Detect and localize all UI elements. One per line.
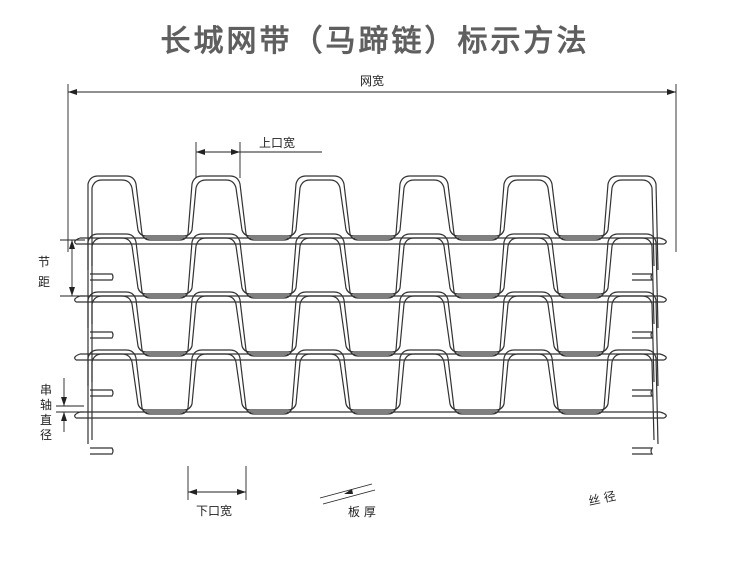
rod-label-1: 串 — [40, 383, 52, 397]
belt-wave-strip — [87, 349, 659, 445]
connecting-rod — [74, 237, 667, 245]
rod-diameter-dimension: 串 轴 直 径 — [40, 378, 84, 442]
rod-hook-end — [90, 447, 654, 455]
rod-label-4: 径 — [40, 428, 52, 442]
belt-wave-strip — [91, 295, 655, 383]
rod-hook-end — [90, 331, 654, 339]
rod-hook-end — [90, 389, 654, 397]
mesh-width-label: 网宽 — [360, 73, 384, 88]
belt-rows — [74, 175, 667, 455]
diagram-title: 长城网带（马蹄链）标示方法 — [160, 24, 590, 59]
plate-thickness-label: 板 厚 — [348, 505, 376, 519]
connecting-rod — [74, 411, 667, 419]
connecting-rod — [74, 353, 667, 361]
mesh-width-dimension: 网宽 — [67, 73, 677, 252]
belt-wave-strip — [91, 179, 655, 267]
belt-wave-strip — [87, 291, 659, 387]
connecting-rod — [74, 295, 667, 303]
rod-label-3: 直 — [40, 413, 52, 427]
wire-diameter-label: 丝 径 — [587, 489, 617, 508]
pitch-label-2: 距 — [38, 275, 50, 289]
rod-label-2: 轴 — [40, 397, 52, 412]
pitch-label-1: 节 — [38, 255, 50, 269]
top-opening-dimension: 上口宽 — [195, 135, 322, 178]
bottom-opening-label: 下口宽 — [196, 503, 232, 518]
bottom-opening-dimension: 下口宽 — [187, 466, 247, 518]
belt-wave-strip — [91, 237, 655, 325]
top-opening-label: 上口宽 — [259, 135, 295, 150]
belt-wave-strip — [91, 353, 655, 441]
plate-thickness-indicator: 板 厚 — [319, 483, 376, 519]
pitch-dimension: 节 距 — [38, 239, 85, 297]
rod-hook-end — [90, 273, 654, 281]
belt-wave-strip — [87, 175, 659, 271]
belt-wave-strip — [87, 233, 659, 329]
